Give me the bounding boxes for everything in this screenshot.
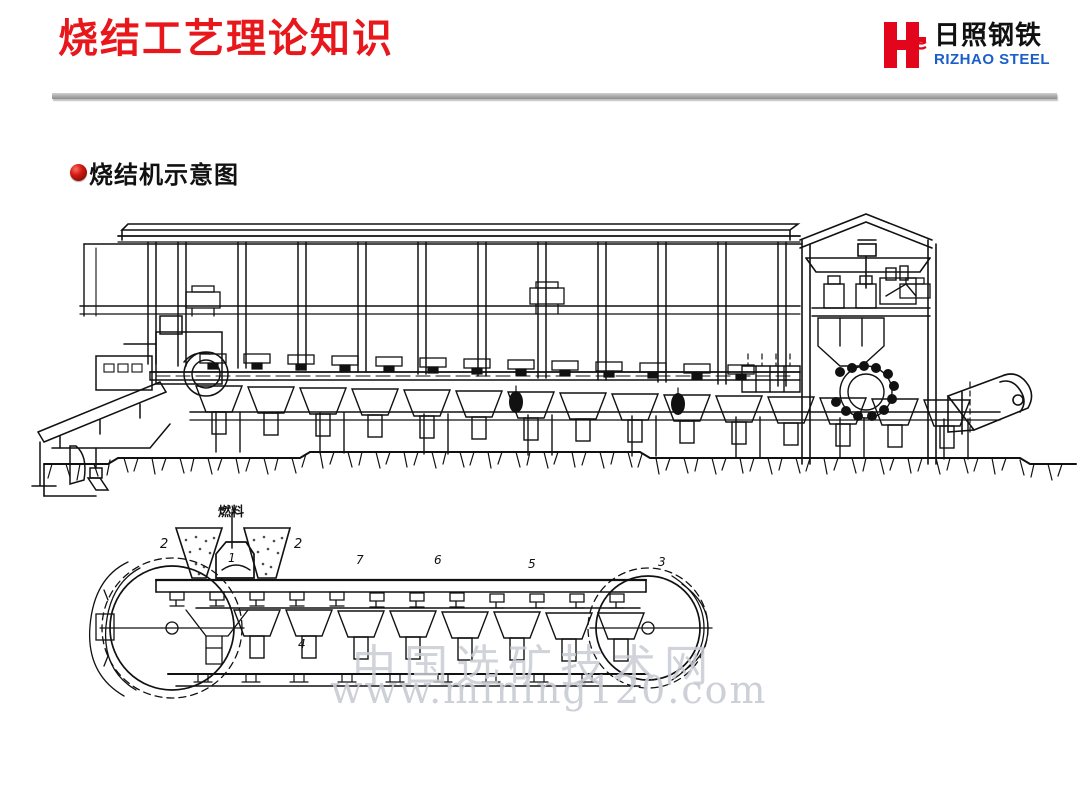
callout-6: 6 (434, 553, 442, 567)
strand-schematic-view (88, 511, 713, 699)
callout-7: 7 (356, 553, 364, 567)
ground-hatching (47, 451, 1063, 481)
page-title: 烧结工艺理论知识 (58, 15, 394, 62)
rizhao-h-mark-icon (882, 20, 928, 70)
logo-company-name-cn: 日照钢铁 (934, 21, 1043, 51)
fuel-label: 燃料 (218, 504, 244, 520)
section-heading-label: 烧结机示意图 (89, 161, 239, 189)
logo-company-name-en: RIZHAO STEEL (934, 51, 1051, 68)
callout-4: 4 (298, 637, 306, 651)
callout-3: 3 (658, 555, 666, 569)
callout-5: 5 (528, 557, 536, 571)
sinter-machine-diagram: 燃料 2 2 1 7 6 5 4 3 (0, 196, 1080, 726)
plant-elevation-view (31, 213, 1077, 497)
header-divider (52, 93, 1057, 99)
section-heading: 烧结机示意图 (70, 155, 239, 190)
callout-2-right: 2 (294, 537, 302, 552)
callout-2-left: 2 (160, 537, 168, 552)
company-logo: 日照钢铁 RIZHAO STEEL (882, 14, 1064, 76)
callout-1: 1 (228, 551, 236, 565)
red-sphere-bullet-icon (70, 164, 87, 181)
